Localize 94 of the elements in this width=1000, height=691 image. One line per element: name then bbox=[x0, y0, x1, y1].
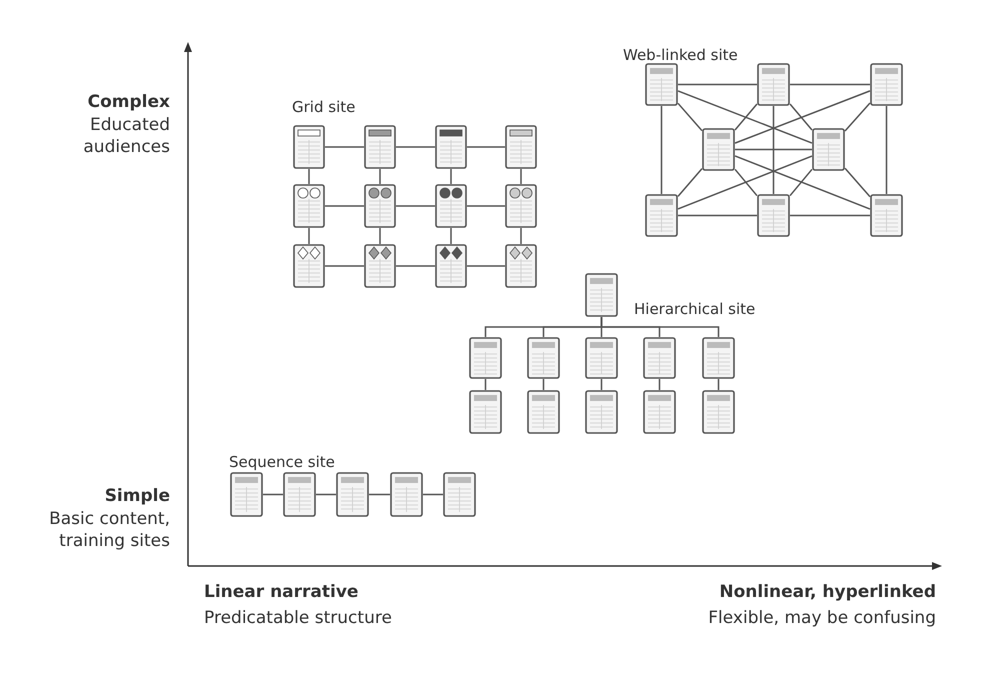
page-icon bbox=[527, 337, 560, 379]
connector-line bbox=[678, 90, 812, 144]
page-icon bbox=[364, 244, 396, 288]
site-title: Web-linked site bbox=[623, 45, 738, 66]
connector-line bbox=[467, 146, 505, 148]
page-icon bbox=[645, 194, 678, 237]
connector-line bbox=[308, 169, 310, 184]
page-icon bbox=[585, 337, 618, 379]
page-icon bbox=[643, 390, 676, 434]
page-icon bbox=[293, 184, 325, 228]
page-icon bbox=[283, 472, 316, 517]
connector-line bbox=[734, 168, 758, 196]
connector-line bbox=[450, 228, 452, 244]
connector-line bbox=[678, 84, 757, 86]
site-title: Grid site bbox=[292, 97, 356, 118]
connector-line bbox=[718, 379, 720, 390]
page-icon bbox=[443, 472, 476, 517]
page-icon bbox=[230, 472, 263, 517]
connector-line bbox=[677, 102, 703, 132]
connector-line bbox=[467, 265, 505, 267]
connector-line bbox=[790, 214, 870, 216]
connector-line bbox=[600, 379, 602, 390]
page-icon bbox=[505, 184, 537, 228]
axis-label: Nonlinear, hyperlinked bbox=[719, 581, 936, 603]
connector-line bbox=[790, 84, 870, 86]
axis-label: Predicatable structure bbox=[204, 607, 392, 629]
page-icon bbox=[643, 337, 676, 379]
axis-label: Educated audiences bbox=[82, 114, 170, 158]
page-icon bbox=[702, 337, 735, 379]
connector-line bbox=[396, 205, 435, 207]
connector-line bbox=[263, 494, 283, 496]
page-icon bbox=[505, 244, 537, 288]
connector-line bbox=[735, 148, 812, 150]
page-icon bbox=[527, 390, 560, 434]
connector-line bbox=[734, 90, 870, 144]
connector-line bbox=[542, 379, 544, 390]
connector-line bbox=[886, 106, 888, 194]
connector-line bbox=[677, 168, 703, 197]
connector-line bbox=[325, 265, 364, 267]
connector-line bbox=[844, 168, 871, 198]
connector-line bbox=[789, 168, 813, 196]
page-icon bbox=[505, 125, 537, 169]
connector-line bbox=[379, 169, 381, 184]
page-icon bbox=[364, 184, 396, 228]
connector-line bbox=[520, 169, 522, 184]
axis-label: Basic content, training sites bbox=[48, 508, 170, 552]
page-icon bbox=[469, 390, 502, 434]
axis-label: Simple bbox=[104, 485, 170, 507]
page-icon bbox=[336, 472, 369, 517]
connector-line bbox=[734, 104, 758, 130]
page-icon bbox=[870, 63, 903, 106]
page-icon bbox=[757, 63, 790, 106]
connector-line bbox=[423, 494, 443, 496]
connector-line bbox=[396, 265, 435, 267]
connector-line bbox=[678, 155, 812, 210]
connector-line bbox=[396, 146, 435, 148]
page-icon bbox=[702, 128, 735, 171]
axis-label: Complex bbox=[88, 91, 170, 113]
axis-label: Flexible, may be confusing bbox=[708, 607, 936, 629]
page-icon bbox=[757, 194, 790, 237]
page-icon bbox=[870, 194, 903, 237]
page-icon bbox=[390, 472, 423, 517]
page-icon bbox=[645, 63, 678, 106]
connector-line bbox=[316, 494, 336, 496]
connector-line bbox=[660, 106, 662, 194]
page-icon bbox=[435, 244, 467, 288]
connector-line bbox=[844, 102, 871, 132]
connector-line bbox=[789, 104, 813, 130]
connector-line bbox=[308, 228, 310, 244]
connector-line bbox=[772, 106, 774, 194]
connector-line bbox=[484, 379, 486, 390]
connector-line bbox=[379, 228, 381, 244]
site-title: Sequence site bbox=[229, 452, 335, 473]
page-icon bbox=[364, 125, 396, 169]
page-icon bbox=[293, 244, 325, 288]
axis-label: Linear narrative bbox=[204, 581, 358, 603]
connector-line bbox=[369, 494, 390, 496]
connector-line bbox=[325, 146, 364, 148]
site-title: Hierarchical site bbox=[634, 299, 756, 320]
page-icon bbox=[435, 184, 467, 228]
page-icon bbox=[812, 128, 845, 171]
page-icon bbox=[585, 390, 618, 434]
connector-line bbox=[520, 228, 522, 244]
connector-line bbox=[734, 155, 870, 210]
connector-line bbox=[325, 205, 364, 207]
connector-line bbox=[658, 379, 660, 390]
page-icon bbox=[435, 125, 467, 169]
page-icon bbox=[702, 390, 735, 434]
page-icon bbox=[469, 337, 502, 379]
connector-line bbox=[450, 169, 452, 184]
connector-line bbox=[467, 205, 505, 207]
page-icon bbox=[293, 125, 325, 169]
connector-line bbox=[678, 214, 757, 216]
page-icon bbox=[585, 273, 618, 317]
